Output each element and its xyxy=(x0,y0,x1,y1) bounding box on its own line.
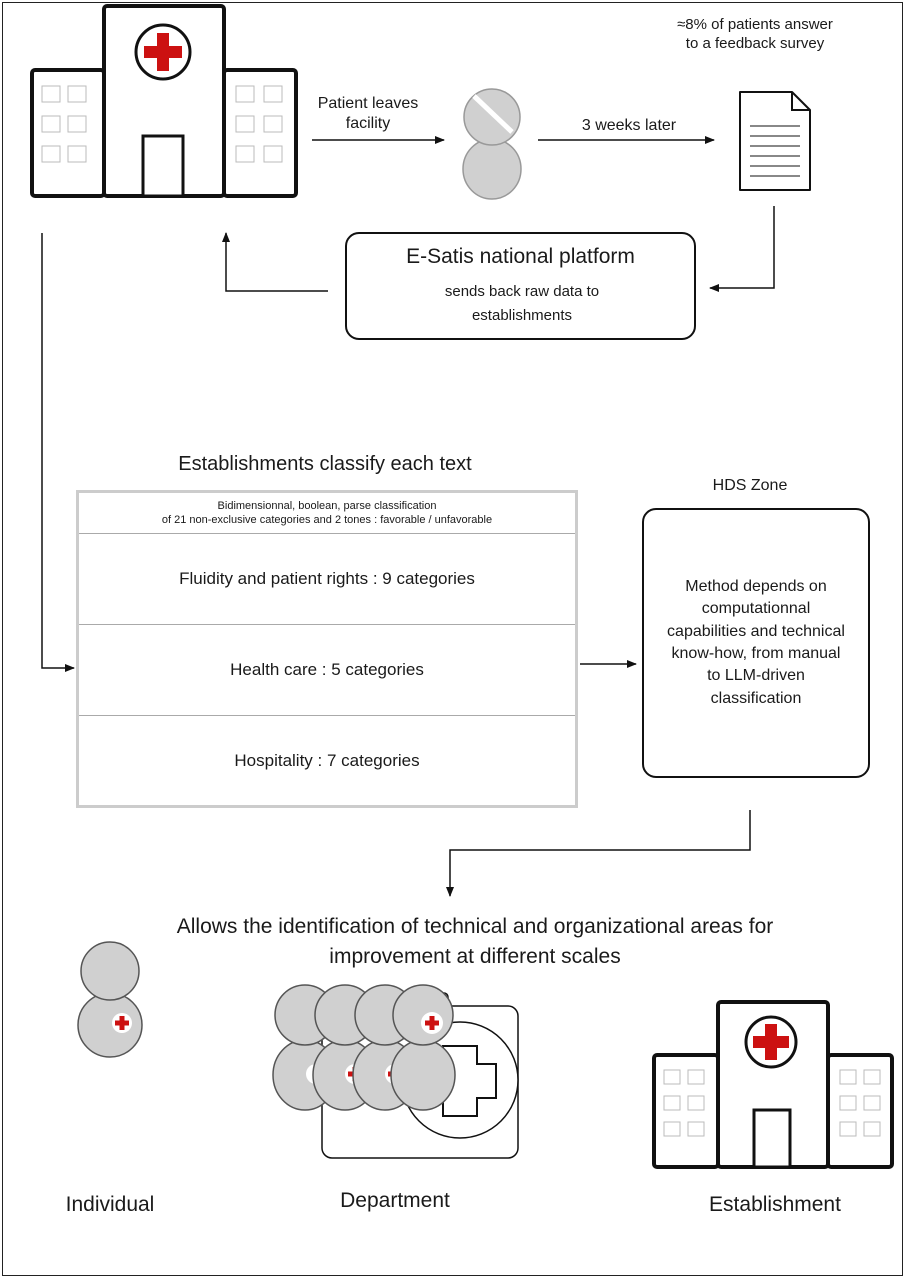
hospital-icon-top xyxy=(30,4,298,198)
department-people-icon xyxy=(272,984,456,1111)
scale-individual-label: Individual xyxy=(65,1193,155,1216)
result-text: Allows the identification of technical a… xyxy=(176,915,774,969)
classify-table: Bidimensionnal, boolean, parse classific… xyxy=(76,490,578,808)
scale-department-label: Department xyxy=(340,1189,450,1212)
patient-icon-top xyxy=(462,88,522,200)
arrow-hospital-classify xyxy=(41,233,75,672)
step-later-label: 3 weeks later xyxy=(581,117,677,134)
arrow-hds-result xyxy=(446,810,751,897)
connectors xyxy=(41,136,775,897)
hds-box: Method depends on computationnal capabil… xyxy=(642,508,870,778)
step-leave-label: Patient leaves facility xyxy=(317,95,419,132)
survey-document-icon xyxy=(739,91,811,191)
classify-note-line2: of 21 non-exclusive categories and 2 ton… xyxy=(161,514,493,526)
hds-label: HDS Zone xyxy=(712,477,788,494)
survey-note: ≈8% of patients answer to a feedback sur… xyxy=(677,16,833,52)
classify-note-line1: Bidimensionnal, boolean, parse classific… xyxy=(217,499,437,512)
platform-subtitle: sends back raw data to establishments xyxy=(444,283,600,324)
person-4 xyxy=(390,984,456,1111)
classify-note: Bidimensionnal, boolean, parse classific… xyxy=(79,493,575,534)
establishment-icon xyxy=(652,1000,894,1169)
platform-box: E-Satis national platform sends back raw… xyxy=(345,232,696,340)
arrow-platform-hospital xyxy=(222,232,328,292)
classify-heading: Establishments classify each text xyxy=(178,453,472,475)
hds-text: Method depends on computationnal capabil… xyxy=(667,577,845,707)
scale-establishment-label: Establishment xyxy=(709,1193,841,1216)
arrow-survey-platform xyxy=(709,206,775,292)
classify-section-fluidity: Fluidity and patient rights : 9 categori… xyxy=(79,534,575,625)
platform-title: E-Satis national platform xyxy=(406,245,635,268)
individual-icon xyxy=(77,941,143,1058)
red-cross-icon xyxy=(753,1024,789,1060)
classify-section-hospitality: Hospitality : 7 categories xyxy=(234,750,420,770)
red-cross-icon xyxy=(144,33,182,71)
classify-section-health-care: Health care : 5 categories xyxy=(79,625,575,716)
